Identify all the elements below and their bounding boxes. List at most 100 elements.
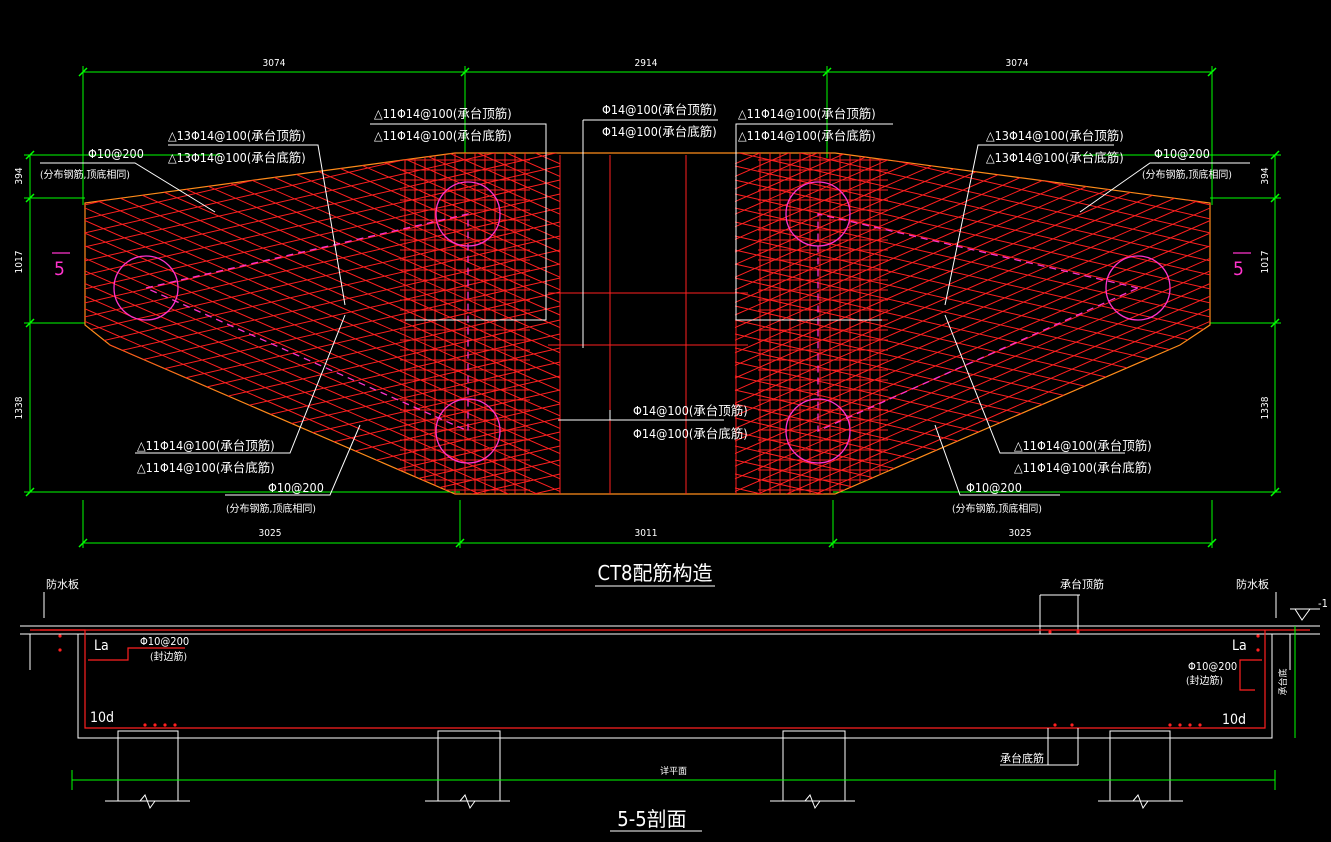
rebar-line <box>80 0 560 38</box>
rebar-line <box>80 0 560 52</box>
rebar-line <box>80 0 560 25</box>
rebar-line <box>734 293 1210 494</box>
rebar-line <box>734 153 1210 215</box>
section-mark-left: 5 <box>54 258 65 280</box>
rebar-line <box>80 502 560 612</box>
dim-left-3: 1338 <box>14 396 25 419</box>
rebar-line <box>734 394 1210 494</box>
right-vert-label: 承台底 <box>1277 668 1289 695</box>
rebar-line <box>85 153 561 240</box>
rebar-line <box>85 153 561 329</box>
rebar-dot <box>1256 648 1260 652</box>
rebar-line <box>80 0 560 94</box>
label-r-a1: △13Φ14@100(承台顶筋) <box>986 128 1124 143</box>
rebar-line <box>734 249 1210 361</box>
section-mark-right: 5 <box>1233 258 1244 280</box>
rebar-line <box>735 502 1215 612</box>
rebar-line <box>734 153 1210 240</box>
rebar-line <box>735 508 1215 718</box>
rebar-line <box>80 0 560 113</box>
dim-right-3: 1338 <box>1260 396 1271 419</box>
rebar-line <box>735 0 1215 13</box>
plan-title: CT8配筋构造 <box>598 561 713 585</box>
dim-top-right: 3074 <box>1006 58 1029 69</box>
rebar-line <box>735 0 1215 38</box>
label-l-a2: △13Φ14@100(承台底筋) <box>168 150 306 165</box>
rebar-line <box>734 469 1210 494</box>
rebar-line <box>734 153 1210 316</box>
label-l-a1: △13Φ14@100(承台顶筋) <box>168 128 306 143</box>
stirrup-left-1: Φ10@200 <box>140 635 189 648</box>
slab-lines <box>20 592 1320 739</box>
pile-axes <box>145 213 1139 433</box>
rebar-line <box>735 0 1215 108</box>
rebar-line <box>80 508 560 718</box>
label-c-t2: Φ14@100(承台底筋) <box>602 124 717 139</box>
rebar-line <box>734 179 1210 291</box>
rebar-dot <box>153 723 157 727</box>
rebar-line <box>80 0 560 108</box>
rebar-line <box>85 263 561 375</box>
rebar-line <box>85 153 561 190</box>
dim-right-2: 1017 <box>1260 251 1271 274</box>
section-rebar <box>30 629 1310 729</box>
rebar-line <box>85 207 561 319</box>
rebar-line <box>80 0 560 13</box>
d10-right: 10d <box>1222 712 1246 728</box>
rebar-line <box>734 459 1210 494</box>
rebar-line <box>85 235 561 347</box>
rebar-line <box>85 217 561 429</box>
rebar-line <box>85 179 561 291</box>
dim-bottom-left: 3025 <box>259 528 282 539</box>
pile-bottom-left <box>435 398 501 464</box>
rebar-line <box>80 0 560 24</box>
rebar-line <box>735 0 1215 38</box>
section-piles <box>105 728 1183 810</box>
rebar-line <box>734 243 1210 455</box>
rebar-line <box>734 235 1210 347</box>
rebar-line <box>80 0 560 63</box>
waterproof-left: 防水板 <box>46 577 79 591</box>
rebar-line <box>85 243 561 455</box>
rebar-line <box>734 180 1210 392</box>
rebar-dot <box>1168 723 1172 727</box>
stirrup-left-2: (封边筋) <box>150 650 187 663</box>
rebar-dots <box>58 630 1260 727</box>
rebar-line <box>85 394 561 494</box>
rebar-line <box>85 153 561 278</box>
rebar-line <box>735 0 1215 24</box>
rebar-line <box>734 221 1210 333</box>
rebar-dot <box>1048 630 1052 634</box>
rebar-line <box>734 193 1210 305</box>
bottom-bar-label: 承台底筋 <box>1000 751 1044 765</box>
label-bl-4: (分布钢筋,顶底相同) <box>226 502 316 515</box>
rebar-line <box>735 0 1215 10</box>
rebar-line <box>734 361 1210 473</box>
rebar-line <box>85 445 561 494</box>
rebar-line <box>85 193 561 305</box>
section-dims <box>71 626 1296 790</box>
rebar-line <box>85 153 561 354</box>
rebar-line <box>85 153 561 179</box>
rebar-line <box>85 230 561 442</box>
rebar-line <box>85 153 561 263</box>
rebar-line <box>85 249 561 361</box>
leader-lines <box>40 119 1250 496</box>
rebar-line <box>80 0 560 101</box>
dim-left-1: 394 <box>14 167 25 184</box>
rebar-line <box>734 153 1210 203</box>
rebar-dot <box>143 723 147 727</box>
plan-title-group: CT8配筋构造 <box>595 561 715 587</box>
pile-left <box>113 255 179 321</box>
rebar-line <box>734 263 1210 375</box>
rebar-dot <box>1053 723 1057 727</box>
rebar-line <box>734 153 1210 221</box>
rebar-line <box>80 0 560 38</box>
rebar-line <box>85 153 561 203</box>
section-view: 防水板 防水板 承台顶筋 承台底筋 La La 10d 10d Φ10@200 … <box>20 577 1328 832</box>
section-labels: 防水板 防水板 承台顶筋 承台底筋 La La 10d 10d Φ10@200 … <box>46 577 1328 777</box>
la-left: La <box>94 638 109 654</box>
rebar-line <box>85 192 561 404</box>
rebar-line <box>734 153 1210 303</box>
rebar-line <box>85 153 561 249</box>
